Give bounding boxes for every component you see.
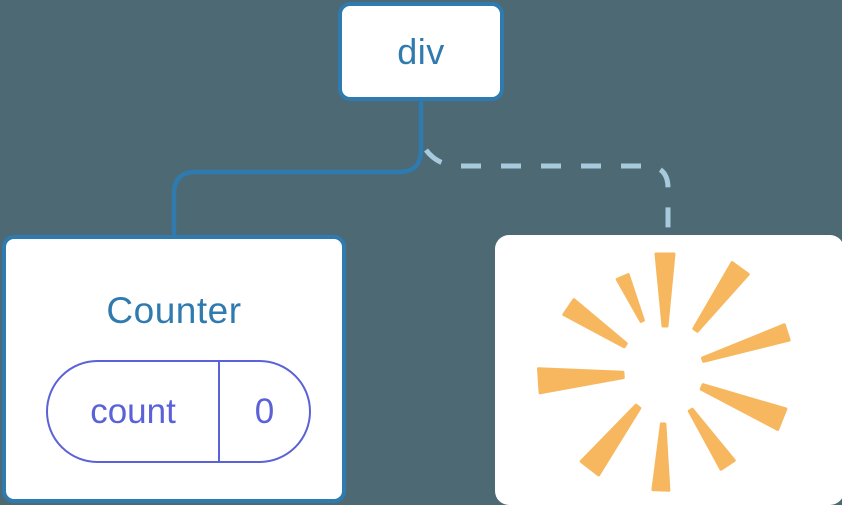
sparkle-ray-0 (654, 252, 676, 328)
sparkle-ray-6 (579, 403, 642, 477)
sparkle-ray-5 (651, 422, 671, 492)
sparkle-ray-1 (692, 261, 750, 333)
sparkle-ray-2 (701, 323, 791, 363)
node-counter-title: Counter (106, 290, 242, 331)
node-div[interactable]: div (338, 2, 504, 101)
sparkle-ray-group (537, 252, 791, 492)
sparkle-ray-8 (562, 298, 628, 349)
sparkle-burst-icon (537, 252, 791, 492)
prop-pill-count[interactable]: count 0 (46, 360, 311, 463)
sparkle-ray-4 (687, 407, 736, 471)
prop-key-label: count (48, 362, 220, 461)
prop-value-label: 0 (254, 391, 275, 431)
sparkle-ray-9 (615, 273, 645, 323)
node-div-label: div (397, 30, 445, 72)
edge-div-to-counter-path (171, 98, 424, 238)
node-counter[interactable]: Counter count 0 (2, 235, 346, 503)
node-placeholder[interactable] (495, 235, 842, 505)
sparkle-ray-3 (699, 383, 788, 431)
edge-div-to-placeholder-path (424, 148, 671, 235)
sparkle-ray-7 (537, 367, 625, 395)
